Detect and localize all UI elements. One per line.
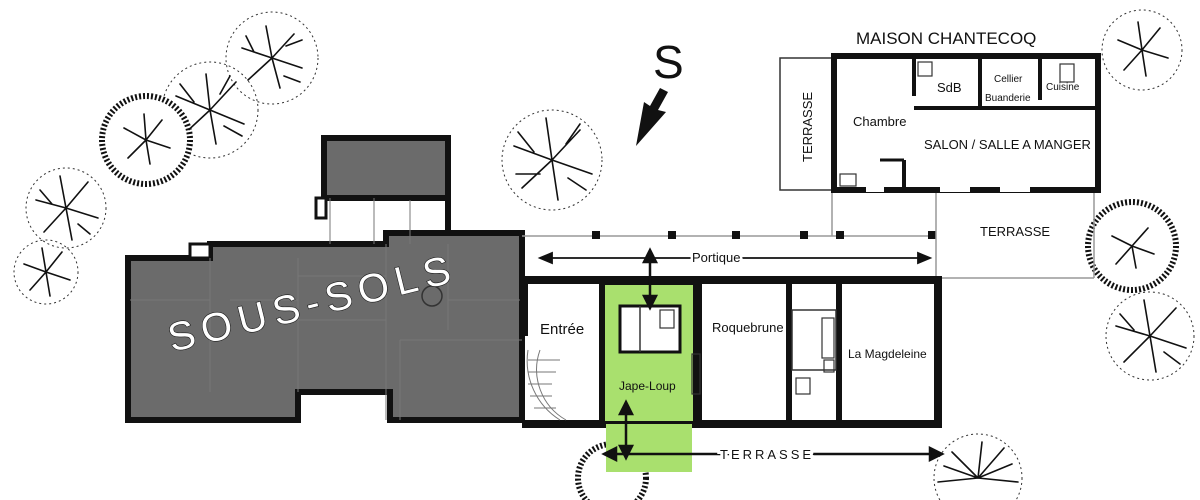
room-entree[interactable]: Entrée [540, 321, 584, 338]
double-arrow-icon [601, 445, 945, 463]
compass-letter: S [653, 36, 684, 88]
room-chambre[interactable]: Chambre [853, 114, 906, 129]
compass: S [636, 36, 684, 146]
tree-icon [1105, 291, 1195, 381]
tree-icon [1101, 9, 1183, 91]
room-salon[interactable]: SALON / SALLE A MANGER [924, 137, 1091, 152]
basement-block [125, 135, 525, 423]
tree-icon [25, 167, 107, 249]
double-arrow-icon [537, 251, 933, 265]
tree-icon [1085, 199, 1179, 293]
room-buanderie[interactable]: Buanderie [985, 93, 1031, 104]
guest-wing [522, 276, 942, 472]
room-sdb[interactable]: SdB [937, 80, 962, 95]
tree-icon [225, 11, 319, 105]
portique-label: Portique [692, 250, 740, 265]
tree-icon [933, 433, 1023, 500]
room-terrasse-bottom: TERRASSE [720, 447, 814, 462]
tree-icon [501, 109, 603, 211]
room-terrasse-left: TERRASSE [800, 92, 815, 162]
room-cuisine[interactable]: Cuisine [1046, 82, 1080, 93]
tree-icon [99, 93, 193, 187]
tree-icon [13, 239, 79, 305]
double-arrow-icon [617, 399, 635, 461]
compass-arrow-icon [636, 88, 668, 146]
room-cellier[interactable]: Cellier [994, 74, 1023, 85]
room-jape-loup-label: Jape-Loup [619, 379, 676, 393]
house-title: MAISON CHANTECOQ [856, 29, 1036, 48]
room-roquebrune[interactable]: Roquebrune [712, 320, 784, 335]
jape-loup-terrace [606, 424, 692, 472]
maison-chantecoq [779, 53, 1101, 193]
room-magdeleine[interactable]: La Magdeleine [848, 347, 927, 361]
room-terrasse-right: TERRASSE [980, 224, 1050, 239]
double-arrow-icon [641, 247, 659, 311]
